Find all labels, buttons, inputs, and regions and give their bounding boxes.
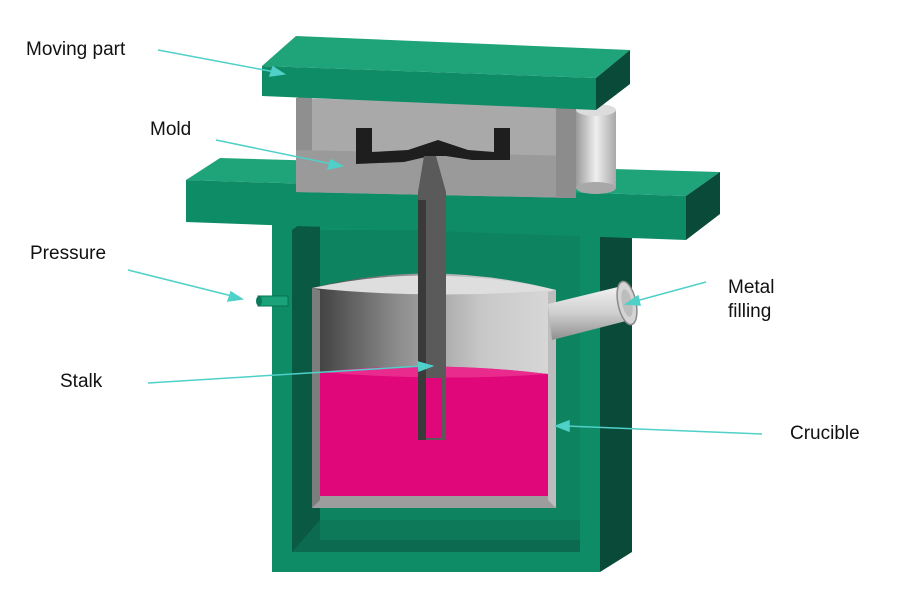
crucible-label: Crucible [790, 423, 860, 444]
crucible-arrowhead [553, 419, 570, 433]
moving-part [262, 36, 630, 110]
mold-label: Mold [150, 119, 192, 140]
pressure-arrowhead [226, 290, 245, 302]
pressure-inlet [256, 295, 289, 307]
leader-lines [127, 49, 763, 435]
stalk-arrowhead [417, 360, 435, 373]
moving-part-label: Moving part [26, 39, 126, 60]
stalk [418, 156, 446, 440]
moving-part-arrowhead [268, 65, 287, 77]
stalk-label: Stalk [60, 371, 103, 392]
pressure-label: Pressure [30, 243, 107, 264]
mold-arrowhead [326, 158, 345, 171]
metal-filling-arrowhead [623, 294, 641, 306]
mold [296, 94, 576, 198]
metal-filling-label: Metal filling [728, 277, 775, 322]
guide-column [576, 104, 616, 194]
